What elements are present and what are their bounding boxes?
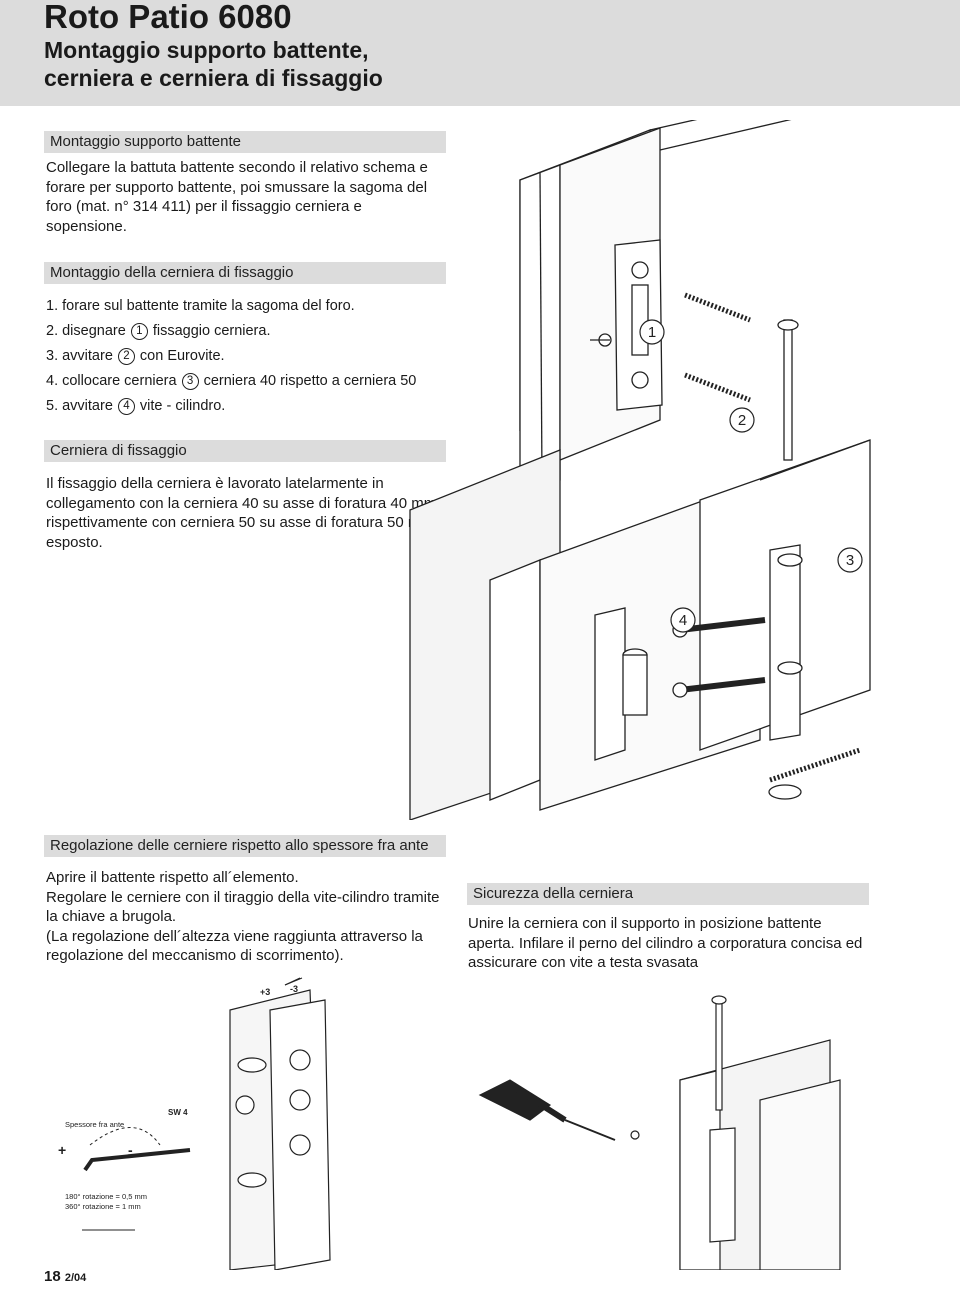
- page-subtitle: Montaggio supporto battente, cerniera e …: [44, 36, 383, 92]
- callout-number: 4: [117, 398, 135, 415]
- text-line: Aprire il battente rispetto all´elemento…: [46, 869, 299, 886]
- text-line: regolazione del meccanismo di scorriment…: [46, 947, 344, 964]
- step-text: fissaggio cerniera.: [152, 323, 271, 339]
- step-text: 1. forare sul battente tramite la sagoma…: [46, 298, 355, 314]
- callout-2: 2: [738, 412, 746, 429]
- callout-number: 2: [117, 348, 135, 365]
- text-line: sopensione.: [46, 217, 127, 235]
- rotation-360-label: 360° rotazione = 1 mm: [65, 1202, 141, 1211]
- page-date: 2/04: [64, 1272, 87, 1284]
- section5-text: Unire la cerniera con il supporto in pos…: [468, 914, 908, 973]
- step-text: vite - cilindro.: [139, 398, 226, 414]
- text-line: Unire la cerniera con il supporto in pos…: [468, 915, 822, 932]
- step-text: 2. disegnare: [46, 323, 126, 339]
- hinge-securing-drawing: [478, 995, 841, 1270]
- adjustment-drawing: +3 -3 Spessore fra ante + - SW 4 180° ro…: [58, 977, 331, 1270]
- step-text: 4. collocare cerniera: [46, 373, 177, 389]
- section1-text: Collegare la battuta battente secondo il…: [46, 158, 466, 236]
- text-line: aperta. Infilare il perno del cilindro a…: [468, 934, 863, 952]
- step-text: cerniera 40 rispetto a cerniera 50: [203, 373, 417, 389]
- callout-1: 1: [648, 324, 656, 341]
- callout-number: 1: [130, 323, 148, 340]
- text-line: foro (mat. n° 314 411) per il fissaggio …: [46, 198, 362, 215]
- section-heading-regolazione: Regolazione delle cerniere rispetto allo…: [44, 835, 446, 857]
- section-heading-montaggio-supporto: Montaggio supporto battente: [44, 131, 446, 153]
- plus-label: +: [58, 1142, 66, 1158]
- section-heading-cerniera-fissaggio: Cerniera di fissaggio: [44, 440, 446, 462]
- page-number-value: 18: [44, 1268, 61, 1285]
- text-line: la chiave a brugola.: [46, 908, 177, 925]
- page-title: Roto Patio 6080: [44, 0, 292, 35]
- step-text: con Eurovite.: [139, 348, 225, 364]
- page-header: Roto Patio 6080 Montaggio supporto batte…: [0, 0, 960, 106]
- callout-4: 4: [679, 612, 687, 629]
- subtitle-line: cerniera e cerniera di fissaggio: [44, 65, 383, 91]
- text-line: assicurare con vite a testa svasata: [468, 954, 699, 971]
- step-text: 5. avvitare: [46, 398, 113, 414]
- rotation-180-label: 180° rotazione = 0,5 mm: [65, 1192, 147, 1201]
- steps-list: 1. forare sul battente tramite la sagoma…: [46, 294, 416, 419]
- text-line: Collegare la battuta battente secondo il…: [46, 159, 428, 176]
- page-number: 18 2/04: [44, 1268, 86, 1285]
- section4-text: Aprire il battente rispetto all´elemento…: [46, 868, 466, 966]
- sw4-label: SW 4: [168, 1108, 188, 1117]
- minus-label: -: [128, 1142, 133, 1158]
- text-line: forare per supporto battente, poi smussa…: [46, 178, 428, 196]
- subtitle-line: Montaggio supporto battente,: [44, 37, 369, 63]
- text-line: rispettivamente con cerniera 50 su asse …: [46, 514, 433, 531]
- section-heading-sicurezza: Sicurezza della cerniera: [467, 883, 869, 905]
- text-line: (La regolazione dell´altezza viene raggi…: [46, 927, 423, 945]
- minus3-label: -3: [290, 984, 298, 994]
- hinge-assembly-drawing: 1 2 3 4: [409, 120, 871, 820]
- text-line: Il fissaggio della cerniera è lavorato l…: [46, 475, 384, 492]
- step-text: 3. avvitare: [46, 348, 113, 364]
- callout-number: 3: [181, 373, 199, 390]
- text-line: Regolare le cerniere con il tiraggio del…: [46, 888, 440, 906]
- callout-3: 3: [846, 552, 854, 569]
- text-line: collegamento con la cerniera 40 su asse …: [46, 494, 437, 512]
- spessore-label: Spessore fra ante: [65, 1120, 124, 1129]
- section-heading-montaggio-cerniera: Montaggio della cerniera di fissaggio: [44, 262, 446, 284]
- step-item: 1. forare sul battente tramite la sagoma…: [46, 294, 416, 319]
- section3-text: Il fissaggio della cerniera è lavorato l…: [46, 474, 466, 552]
- plus3-label: +3: [260, 987, 270, 997]
- text-line: esposto.: [46, 533, 103, 551]
